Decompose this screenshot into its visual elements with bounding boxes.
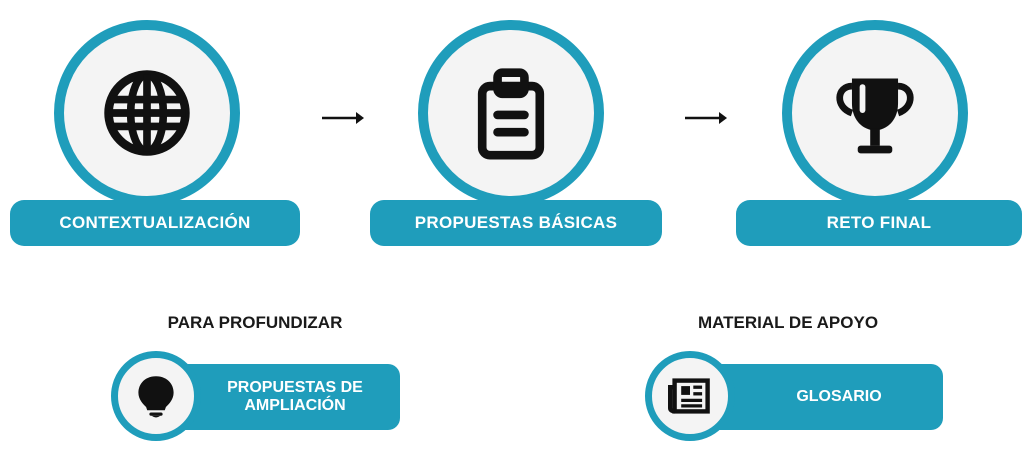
clipboard-icon [477,68,545,160]
globe-icon [104,70,190,156]
ampliacion-button[interactable]: PROPUESTAS DE AMPLIACIÓN [170,364,400,430]
clipboard-circle [418,20,604,206]
arrow-right-icon [322,112,364,124]
ampliacion-label-line2: AMPLIACIÓN [244,397,346,414]
globe-circle [54,20,240,206]
step-label: RETO FINAL [736,200,1022,246]
step-propuestas-basicas[interactable]: PROPUESTAS BÁSICAS [370,0,698,250]
step-label: CONTEXTUALIZACIÓN [10,200,300,246]
ampliacion-label: PROPUESTAS DE AMPLIACIÓN [207,379,363,415]
trophy-icon [836,78,914,154]
lightbulb-icon [138,376,174,418]
newspaper-icon [668,378,710,414]
glosario-button[interactable]: GLOSARIO [705,364,943,430]
arrow-right-icon [685,112,727,124]
glosario-label: GLOSARIO [796,388,882,405]
newspaper-circle [645,351,735,441]
lightbulb-circle [111,351,201,441]
step-reto-final[interactable]: RETO FINAL [736,0,1022,250]
step-label: PROPUESTAS BÁSICAS [370,200,662,246]
section-title-deepen: PARA PROFUNDIZAR [167,313,343,332]
section-title-support: MATERIAL DE APOYO [697,313,879,332]
step-contextualizacion[interactable]: CONTEXTUALIZACIÓN [10,0,336,250]
trophy-circle [782,20,968,206]
ampliacion-label-line1: PROPUESTAS DE [227,379,363,396]
